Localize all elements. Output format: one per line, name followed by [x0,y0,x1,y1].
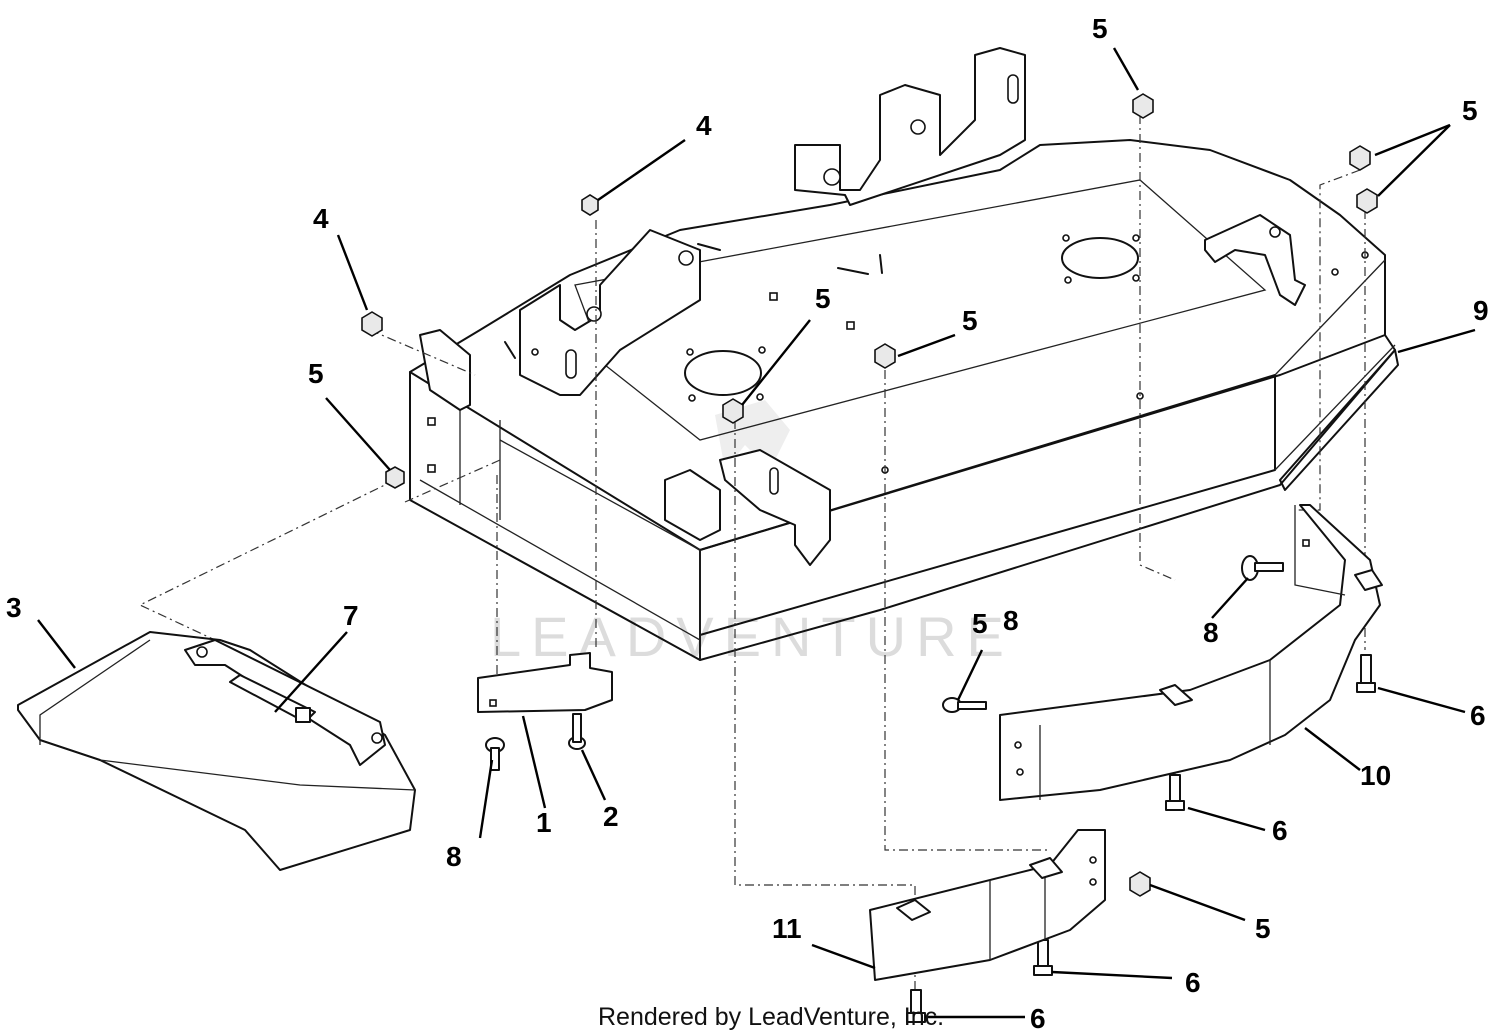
callout-label: 5 [972,608,988,639]
flange-nut [1356,188,1378,214]
leader-lines [37,47,1476,1019]
flange-nut [874,343,896,369]
callout-label: 8 [446,841,462,872]
front-hitch-bracket [519,229,701,396]
callout-label: 2 [603,801,619,832]
lock-nut [581,194,599,216]
carriage-bolt [942,697,987,713]
flange-nut [1132,93,1154,119]
callout-label: 4 [696,110,712,141]
flange-nut [1349,145,1371,171]
carriage-bolt [485,737,505,771]
callout-label: 5 [1092,13,1108,44]
callout-label: 8 [1203,617,1219,648]
callout-label: 7 [343,600,359,631]
callout-label: 6 [1470,700,1486,731]
rear-hitch-bracket [794,47,1026,206]
callout-label: 3 [6,592,22,623]
callout-label: 5 [815,283,831,314]
hex-bolt [1165,774,1185,811]
lock-nut [361,311,383,337]
callout-label: 6 [1030,1003,1046,1034]
callout-label: 5 [308,358,324,389]
side-baffle [869,829,1106,981]
carriage-bolt [1241,555,1284,581]
callout-label: 10 [1360,760,1391,791]
flange-nut [722,398,744,424]
flange-nut [1129,871,1151,897]
anti-scalp-bracket-left [419,329,831,566]
callout-label: 6 [1272,815,1288,846]
callout-label: 5 [1255,913,1271,944]
flange-nut [385,466,405,489]
mower-deck-housing [409,139,1399,661]
callout-label: 11 [772,913,802,944]
callout-label: 5 [1462,95,1478,126]
callout-labels: 5 5 4 4 5 5 5 9 5 3 7 8 8 1 2 8 6 10 6 1… [6,13,1489,1034]
callout-label: 1 [536,807,552,838]
callout-label: 9 [1473,295,1489,326]
hex-bolt [1033,939,1053,976]
callout-label: 4 [313,203,329,234]
assembly-lines [138,115,1366,990]
screw [568,713,586,750]
mounting-block [477,652,613,713]
callout-label: 6 [1185,967,1201,998]
credit-text: Rendered by LeadVenture, Inc. [598,1003,944,1031]
callout-label: 5 [962,305,978,336]
watermark-text: LEADVENTURE [490,605,1014,668]
hex-bolt [1356,654,1376,693]
rear-baffle [999,504,1383,801]
hardware [361,93,1378,1023]
side-bracket-right [1204,214,1306,306]
callout-label: 8 [1003,605,1019,636]
discharge-deflector [17,631,416,871]
